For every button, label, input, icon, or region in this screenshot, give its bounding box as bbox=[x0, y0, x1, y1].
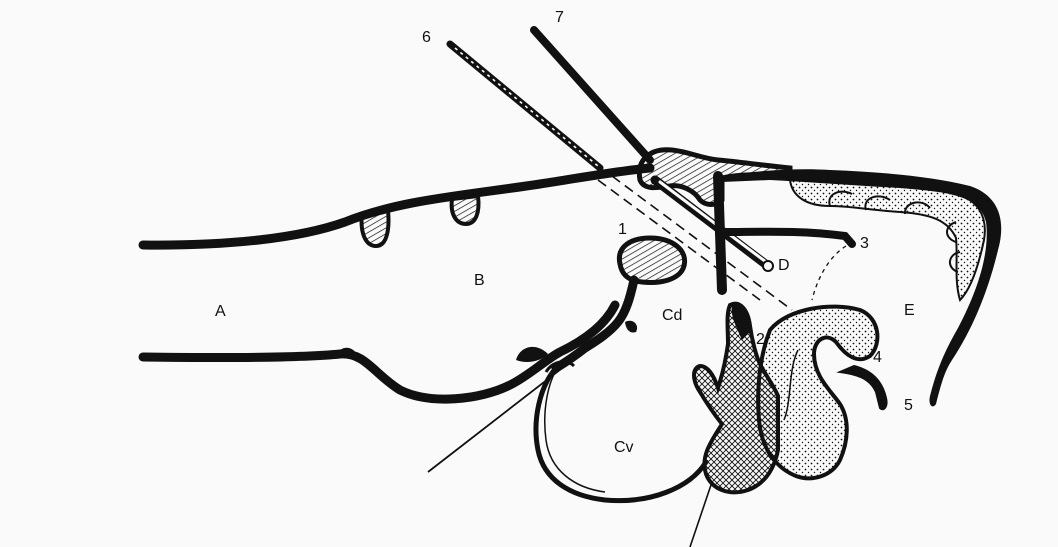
fine-line-left bbox=[428, 362, 570, 472]
label-E: E bbox=[904, 302, 915, 319]
label-7: 7 bbox=[555, 9, 564, 26]
upper-wall-bud-1 bbox=[362, 210, 389, 246]
label-D: D bbox=[778, 257, 790, 274]
dashed-line-3 bbox=[812, 246, 846, 300]
Cd-oval bbox=[619, 238, 684, 282]
upper-wall bbox=[143, 168, 650, 245]
label-Cv: Cv bbox=[614, 439, 634, 456]
upper-wall-bud-2 bbox=[452, 196, 479, 224]
label-3: 3 bbox=[860, 235, 869, 252]
label-Cd: Cd bbox=[662, 307, 682, 324]
label-B: B bbox=[474, 272, 485, 289]
label-2: 2 bbox=[756, 331, 765, 348]
label-6: 6 bbox=[422, 29, 431, 46]
stippled-sac bbox=[758, 307, 877, 479]
lower-wall-bump bbox=[335, 348, 358, 356]
label-A: A bbox=[215, 303, 226, 320]
label-1: 1 bbox=[618, 221, 627, 238]
label-4: 4 bbox=[873, 349, 882, 366]
label-5: 5 bbox=[904, 397, 913, 414]
fine-line-bottom bbox=[690, 482, 712, 547]
arm-5 bbox=[840, 366, 887, 409]
Cv-loop bbox=[536, 368, 706, 501]
